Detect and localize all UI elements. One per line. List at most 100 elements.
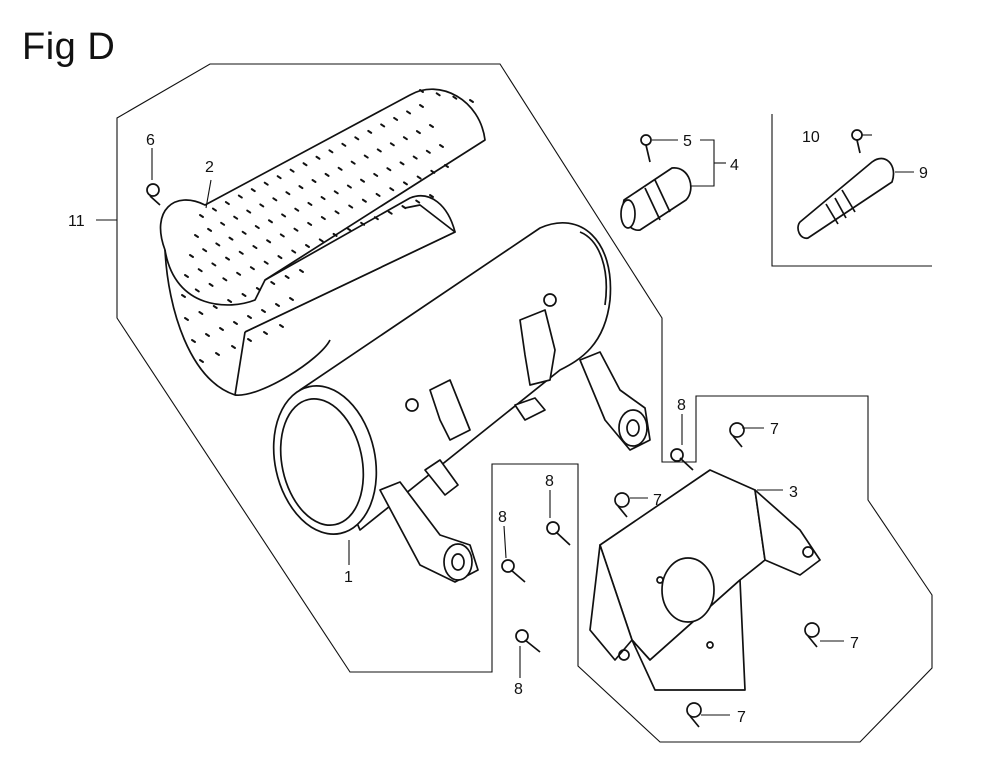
spark-arrester-screen-part-9	[797, 157, 895, 239]
perforation-mark	[412, 155, 418, 160]
perforation-mark	[302, 162, 308, 167]
callout-7-d: 7	[737, 709, 746, 726]
perforation-mark	[212, 305, 218, 309]
perforation-mark	[341, 142, 347, 147]
callout-9: 9	[919, 165, 928, 182]
perforation-mark	[241, 230, 247, 235]
perforation-mark	[215, 242, 221, 247]
perforation-mark	[444, 164, 449, 168]
perforation-mark	[430, 169, 436, 174]
callout-4: 4	[730, 157, 739, 174]
perforation-mark	[298, 185, 304, 190]
perforation-mark	[307, 221, 313, 226]
perforation-mark	[199, 214, 204, 218]
perforation-mark	[429, 124, 434, 128]
perforation-mark	[246, 209, 252, 214]
perforation-mark	[419, 104, 424, 108]
flange-bolt-part-8-d	[515, 629, 541, 653]
perforation-mark	[263, 331, 268, 335]
flange-bolt-part-8-a	[670, 448, 694, 471]
perforation-mark	[307, 201, 313, 206]
perforation-mark	[419, 89, 424, 93]
perforation-mark	[272, 197, 278, 202]
callout-7-c: 7	[850, 635, 859, 652]
perforation-mark	[279, 233, 285, 238]
perforation-mark	[233, 215, 239, 220]
leader-lines	[96, 134, 914, 716]
bolt-part-7-c	[804, 622, 820, 648]
perforation-mark	[324, 172, 330, 177]
perforation-mark	[231, 345, 236, 349]
perforation-mark	[393, 116, 399, 121]
callout-8-c: 8	[498, 509, 507, 526]
bolt-part-7-d	[686, 702, 702, 728]
perforation-mark	[380, 123, 386, 128]
callout-11: 11	[68, 213, 85, 230]
perforation-mark	[284, 275, 290, 279]
perforation-mark	[259, 203, 265, 208]
perforation-mark	[320, 196, 326, 201]
perforation-mark	[435, 92, 441, 97]
callout-7-a: 7	[770, 421, 779, 438]
bolt-part-7-b	[614, 492, 630, 518]
perforation-mark	[367, 129, 373, 134]
perforation-mark	[439, 144, 444, 148]
perforation-mark	[184, 317, 189, 321]
protector-part-3	[589, 469, 821, 691]
perforation-mark	[233, 321, 238, 325]
perforation-mark	[332, 232, 338, 237]
perforation-mark	[350, 160, 356, 165]
perforation-mark	[305, 244, 310, 248]
perforation-mark	[247, 315, 252, 319]
perforation-mark	[270, 281, 276, 285]
perforation-mark	[315, 155, 321, 160]
callout-labels: 1 2 3 4 5 6 7 7 7 7 8 8 8 8 9 10 11	[68, 129, 928, 726]
perforation-mark	[348, 204, 354, 209]
perforation-mark	[181, 294, 186, 298]
perforation-mark	[228, 236, 234, 241]
perforation-mark	[401, 205, 407, 210]
perforation-mark	[197, 268, 203, 273]
perforation-mark	[402, 136, 408, 141]
perforation-mark	[294, 207, 300, 212]
perforation-mark	[263, 181, 269, 186]
perforation-mark	[227, 299, 233, 303]
perforation-mark	[373, 216, 379, 221]
perforation-mark	[289, 297, 294, 301]
callout-10: 10	[802, 129, 820, 146]
perforation-mark	[334, 210, 340, 215]
callout-5: 5	[683, 133, 692, 150]
perforation-mark	[425, 149, 431, 154]
perforation-mark	[241, 293, 247, 297]
perforation-mark	[375, 192, 381, 197]
perforation-mark	[386, 167, 392, 172]
perforation-mark	[266, 239, 272, 244]
perforation-mark	[337, 166, 343, 171]
perforation-mark	[275, 303, 280, 307]
perforation-mark	[252, 245, 258, 250]
perforation-mark	[406, 110, 412, 115]
perforation-mark	[360, 221, 366, 226]
perforation-mark	[194, 288, 200, 293]
perforation-mark	[318, 238, 324, 243]
perforation-mark	[320, 216, 326, 221]
perforation-mark	[222, 277, 228, 282]
perforation-mark	[255, 287, 261, 291]
perforation-mark	[387, 210, 393, 215]
bolt-part-7-a	[729, 422, 745, 448]
perforation-mark	[198, 311, 204, 315]
perforation-mark	[191, 339, 196, 343]
perforation-mark	[416, 175, 422, 180]
callout-1: 1	[344, 569, 353, 586]
perforation-mark	[267, 219, 273, 224]
perforation-mark	[207, 227, 213, 232]
flange-bolt-part-8-b	[546, 521, 571, 546]
perforation-mark	[263, 260, 269, 265]
perforation-mark	[361, 198, 367, 203]
perforation-mark	[363, 154, 369, 159]
perforation-mark	[402, 181, 408, 186]
perforation-mark	[194, 234, 199, 238]
screw-part-5	[640, 134, 652, 163]
perforation-mark	[215, 352, 220, 356]
